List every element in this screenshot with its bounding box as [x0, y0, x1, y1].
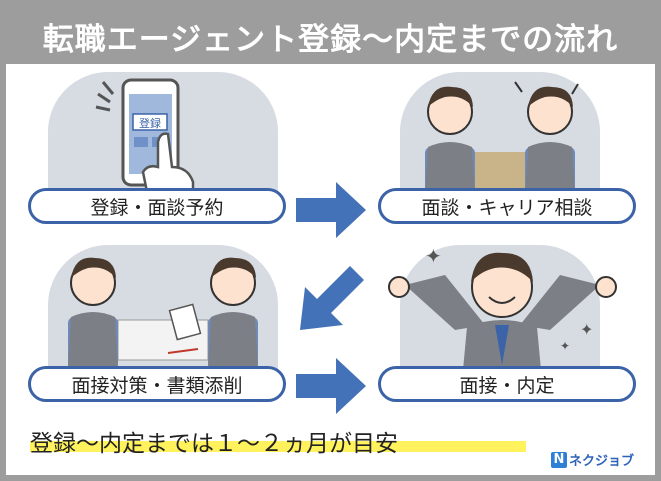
arrow-down-left-icon — [300, 266, 364, 330]
step-counselling: 面談・キャリア相談 — [378, 188, 636, 224]
sparkle-icon: ✦ — [425, 244, 442, 268]
phone-screen-label: 登録 — [139, 116, 161, 130]
text-highlight — [30, 441, 526, 452]
step-interview-prep: 面接対策・書類添削 — [28, 366, 286, 402]
interview-prep-illustration — [68, 257, 258, 370]
counselling-illustration — [425, 81, 579, 197]
logo-mark-icon: N — [551, 451, 567, 468]
logo-text: ネクジョブ — [569, 454, 635, 469]
arrow-right-icon — [296, 182, 366, 238]
celebration-illustration: ✦ ✦ ✦ — [388, 244, 617, 370]
arrow-right-icon — [296, 358, 366, 414]
step-offer: 面接・内定 — [378, 366, 636, 402]
sparkle-icon: ✦ — [580, 320, 593, 339]
step-registration: 登録・面談予約 — [28, 188, 286, 224]
phone-hand-illustration: 登録 — [95, 78, 195, 197]
page-title: 転職エージェント登録～内定までの流れ — [42, 21, 619, 58]
summary-text: 登録～内定までは１～２ヵ月が目安 — [30, 431, 398, 457]
brand-logo: N ネクジョブ — [551, 450, 634, 469]
sparkle-icon: ✦ — [560, 339, 570, 353]
title-bar: 転職エージェント登録～内定までの流れ — [6, 6, 655, 66]
